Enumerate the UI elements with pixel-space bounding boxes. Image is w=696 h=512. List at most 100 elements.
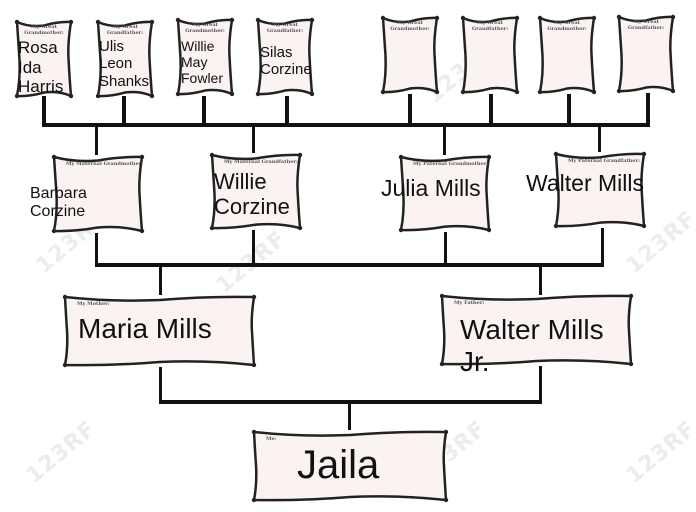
person-name[interactable]: Jaila (297, 443, 380, 487)
corner-curl (14, 19, 20, 25)
connector-line (539, 366, 542, 403)
person-name[interactable]: Rosa Ida Harris (18, 38, 64, 97)
corner-curl (398, 227, 404, 233)
connector-line (348, 402, 351, 430)
connector-line (598, 125, 601, 152)
scroll-frame (62, 294, 257, 368)
corner-curl (297, 152, 303, 158)
corner-curl (255, 17, 261, 23)
great-grandparent-box: My Great Grandmother: (537, 15, 597, 95)
scroll-frame (537, 15, 597, 95)
corner-curl (591, 89, 597, 95)
self-box: Me: Jaila (251, 429, 449, 503)
connector-line (601, 228, 604, 265)
grandparent-box: My Paternal Grandmother: Julia Mills (381, 154, 492, 233)
corner-curl (641, 151, 647, 157)
connector-line (443, 125, 446, 155)
great-grandparent-box: My Great Grandfather: (460, 15, 520, 95)
corner-curl (553, 223, 559, 229)
corner-curl (14, 93, 20, 99)
great-grandparent-box: My Great Grandfather: Ulis Leon Shanks (95, 19, 155, 99)
scroll-frame (14, 19, 74, 99)
corner-curl (398, 154, 404, 160)
scroll-frame (51, 154, 145, 234)
corner-curl (95, 93, 101, 99)
watermark: 123RF (621, 416, 696, 489)
scroll-frame (616, 14, 676, 94)
mother-box: My Mother:Maria Mills (62, 294, 257, 368)
corner-curl (553, 151, 559, 157)
corner-curl (380, 89, 386, 95)
corner-curl (51, 154, 57, 160)
corner-curl (670, 88, 676, 94)
corner-curl (486, 227, 492, 233)
person-name[interactable]: Willie May Fowler (181, 38, 224, 87)
person-name[interactable]: Maria Mills (78, 313, 212, 344)
connector-line (95, 233, 98, 266)
corner-curl (95, 19, 101, 25)
relation-label: Me: (266, 436, 277, 442)
person-name[interactable]: Willie Corzine (214, 169, 290, 220)
scroll-frame (460, 15, 520, 95)
person-name[interactable]: Julia Mills (381, 175, 481, 201)
grandparent-box: My Paternal Grandfather: Walter Mills (526, 151, 647, 229)
corner-curl (443, 497, 449, 503)
corner-curl (251, 429, 257, 435)
relation-label: My Paternal Grandmother: (413, 161, 489, 167)
watermark: 123RF (21, 416, 102, 489)
relation-label: My Maternal Grandmother: (66, 161, 144, 167)
connector-line (95, 263, 604, 267)
connector-line (42, 123, 650, 127)
corner-curl (439, 361, 445, 367)
scroll-frame (398, 154, 492, 233)
connector-line (252, 125, 255, 153)
connector-line (95, 125, 98, 155)
corner-curl (251, 294, 257, 300)
corner-curl (251, 362, 257, 368)
corner-curl (229, 91, 235, 97)
corner-curl (62, 362, 68, 368)
connector-line (567, 94, 571, 124)
relation-label: My Great Grandfather: (471, 20, 509, 32)
relation-label: My Great Grandfather: (106, 24, 144, 36)
corner-curl (616, 88, 622, 94)
person-name[interactable]: Walter Mills (526, 170, 644, 196)
great-grandparent-box: My Great Grandfather:Silas Corzine (255, 17, 315, 97)
corner-curl (514, 89, 520, 95)
person-name[interactable]: Walter Mills Jr. (460, 314, 604, 378)
corner-curl (149, 93, 155, 99)
corner-curl (670, 14, 676, 20)
corner-curl (309, 17, 315, 23)
corner-curl (460, 15, 466, 21)
connector-line (252, 230, 255, 266)
relation-label: My Great Grandfather: (627, 19, 665, 31)
corner-curl (537, 89, 543, 95)
relation-label: My Father: (454, 300, 485, 306)
corner-curl (149, 19, 155, 25)
corner-curl (616, 14, 622, 20)
corner-curl (434, 89, 440, 95)
corner-curl (175, 17, 181, 23)
relation-label: My Paternal Grandfather: (568, 158, 640, 164)
connector-line (444, 232, 447, 265)
great-grandparent-box: My Great Grandmother:Rosa Ida Harris (14, 19, 74, 99)
corner-curl (251, 497, 257, 503)
corner-curl (229, 17, 235, 23)
corner-curl (443, 429, 449, 435)
scroll-frame (209, 152, 303, 231)
scroll-frame (175, 17, 235, 97)
great-grandparent-box: My Great Grandfather: (616, 14, 676, 94)
corner-curl (209, 152, 215, 158)
corner-curl (439, 293, 445, 299)
relation-label: My Maternal Grandfather: (224, 159, 298, 165)
corner-curl (68, 93, 74, 99)
scroll-frame (553, 151, 647, 229)
person-name[interactable]: Silas Corzine (260, 44, 312, 79)
person-name[interactable]: Ulis Leon Shanks (99, 38, 150, 90)
corner-curl (209, 225, 215, 231)
corner-curl (51, 228, 57, 234)
scroll-frame (251, 429, 449, 503)
connector-line (159, 367, 162, 403)
connector-line (159, 265, 162, 295)
person-name[interactable]: Barbara Corzine (30, 185, 87, 221)
